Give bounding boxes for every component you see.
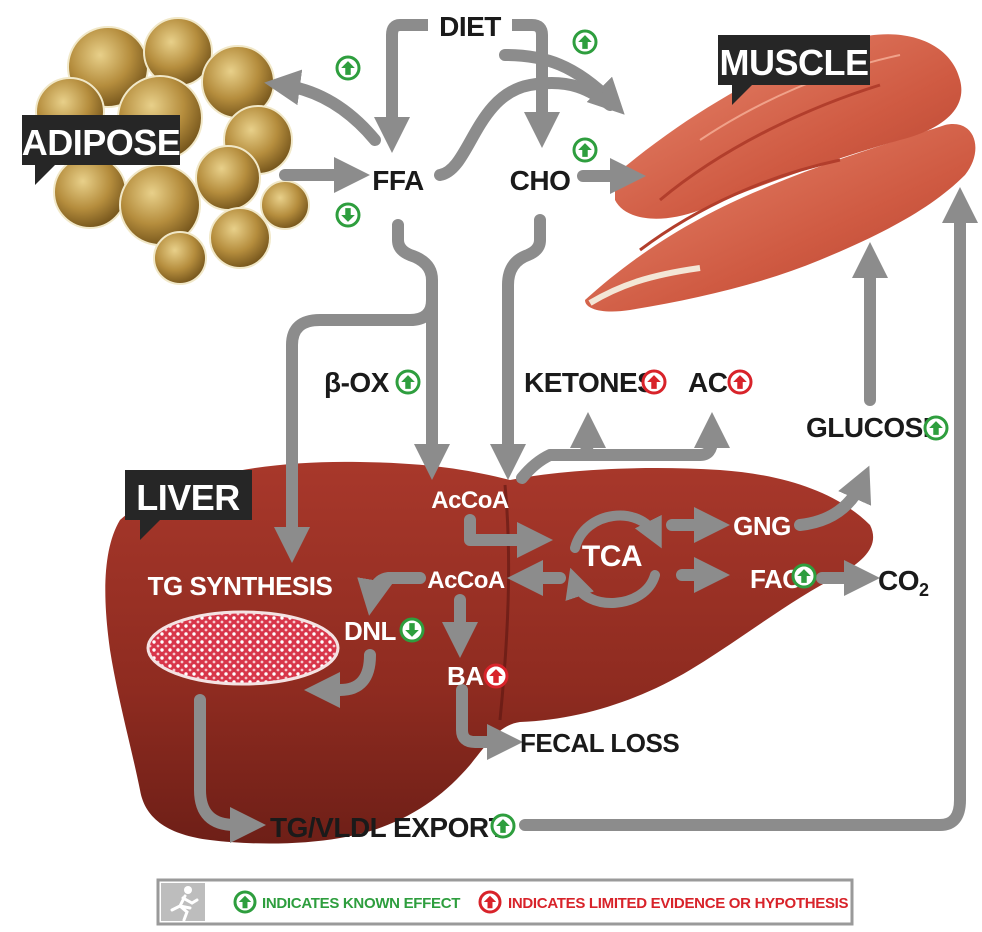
cho-label: CHO (510, 165, 571, 196)
co2-label: CO2 (878, 565, 929, 600)
gng-label: GNG (733, 511, 791, 541)
dnl-label: DNL (344, 616, 397, 646)
arrow-up-icon (574, 139, 596, 161)
legend-known-effect-text: INDICATES KNOWN EFFECT (262, 895, 460, 912)
muscle-label: MUSCLE (720, 42, 869, 83)
ac-label: AC (688, 367, 728, 398)
arrow-down-icon (337, 204, 359, 226)
tca-label: TCA (582, 540, 642, 573)
lipid-droplet-image (148, 612, 338, 684)
arrow-up-icon (925, 417, 947, 439)
legend-limited-evidence-text: INDICATES LIMITED EVIDENCE OR HYPOTHESIS (508, 895, 849, 912)
adipose-label: ADIPOSE (22, 122, 181, 163)
accoa-top-label: AcCoA (431, 487, 509, 514)
beta-ox-label: β-OX (324, 367, 390, 398)
accoa-bottom-label: AcCoA (427, 567, 505, 594)
arrow-up-icon (397, 371, 419, 393)
arrow-up-icon (492, 815, 514, 837)
arrow-up-icon (793, 565, 815, 587)
ketones-label: KETONES (524, 367, 655, 398)
arrow-up-icon (729, 371, 751, 393)
runner-icon (161, 883, 205, 921)
arrow-up-icon (235, 892, 255, 912)
legend: INDICATES KNOWN EFFECT INDICATES LIMITED… (158, 880, 852, 924)
fecal-loss-label: FECAL LOSS (520, 728, 679, 758)
ffa-label: FFA (372, 165, 424, 196)
arrow-up-icon (574, 31, 596, 53)
ba-label: BA (447, 661, 484, 691)
co2-subscript: 2 (919, 580, 929, 600)
tg-synthesis-label: TG SYNTHESIS (148, 571, 333, 601)
arrow-up-icon (485, 665, 507, 687)
glucose-label: GLUCOSE (806, 412, 941, 443)
diet-label: DIET (439, 11, 501, 42)
tg-vldl-export-label: TG/VLDL EXPORT (270, 812, 506, 843)
arrow-up-icon (643, 371, 665, 393)
arrow-up-icon (337, 57, 359, 79)
arrow-down-icon (401, 619, 423, 641)
co2-text: CO (878, 565, 919, 596)
liver-label: LIVER (136, 477, 240, 518)
arrow-up-icon (480, 892, 500, 912)
